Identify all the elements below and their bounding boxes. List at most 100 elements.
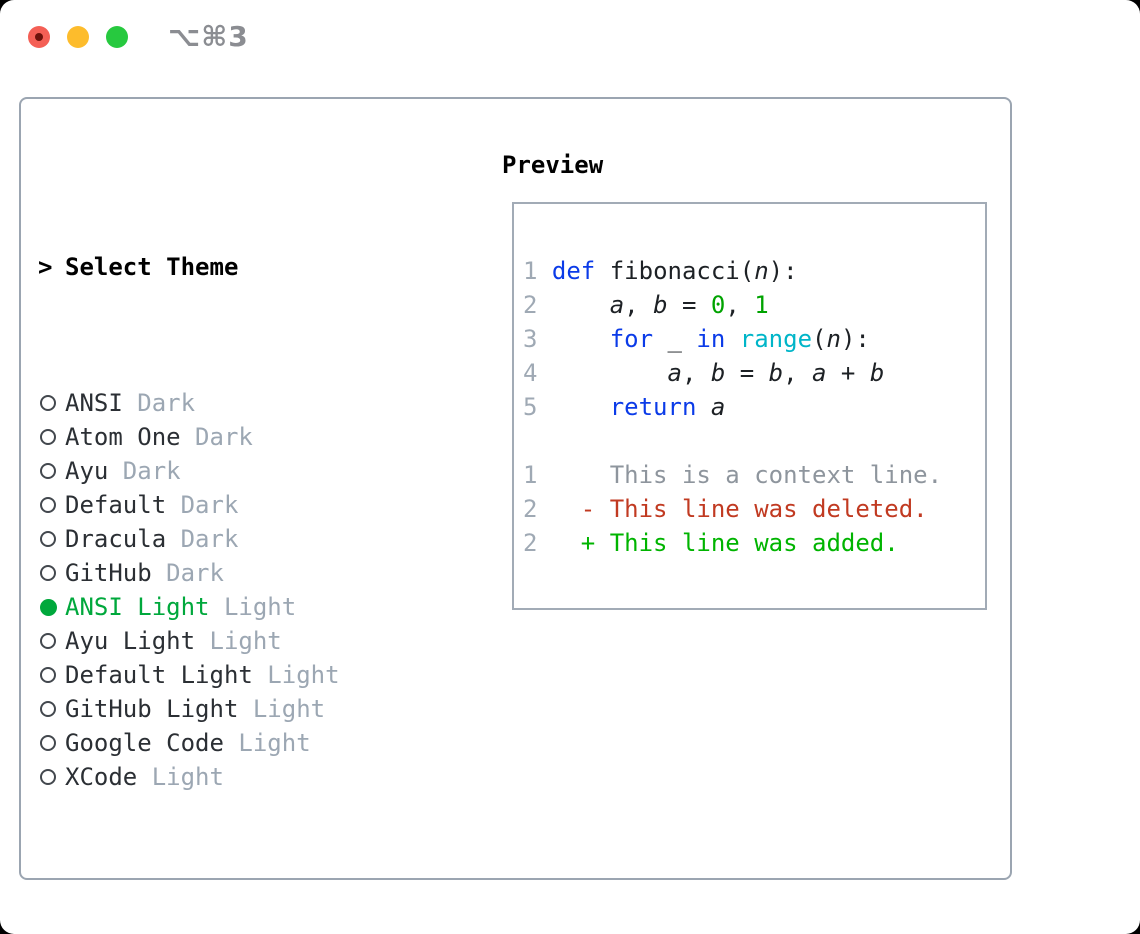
code-token-del: - This line was deleted. [551,495,928,523]
theme-variant-label: Light [195,627,282,655]
theme-variant-label: Light [238,695,326,723]
line-number: 2 [523,495,538,523]
theme-variant-label: Light [252,661,340,689]
code-token-plain [725,325,739,353]
prompt-icon: > [38,253,53,281]
code-token-plain [552,291,610,319]
radio-icon [40,497,56,513]
theme-item-google-code[interactable]: Google Code Light [38,726,443,760]
radio-icon [40,701,56,717]
select-theme-header-label: Select Theme [65,253,239,281]
code-token-builtin: range [739,325,813,353]
theme-variant-label: Dark [166,491,239,519]
theme-name: XCode [65,763,138,791]
code-token-num: 1 [754,291,769,319]
code-token-plain: _ [653,325,697,353]
radio-icon [40,735,56,751]
code-token-plain: , [783,359,813,387]
theme-name: Google Code [65,729,224,757]
minimize-button-icon[interactable] [67,26,89,48]
theme-variant-label: Light [223,729,311,757]
line-number: 5 [523,393,538,421]
code-token-plain [552,359,668,387]
code-token-var: a [667,359,682,387]
theme-item-ayu[interactable]: Ayu Dark [38,454,443,488]
window-title: ⌥⌘3 [168,20,249,53]
theme-variant-label: Light [137,763,224,791]
theme-variant-label: Dark [108,457,181,485]
radio-icon [40,395,56,411]
theme-variant-label: Dark [122,389,196,417]
theme-item-atom-one[interactable]: Atom One Dark [38,420,443,454]
line-number: 1 [523,257,538,285]
code-token-var: a [812,359,827,387]
titlebar: ⌥⌘3 [0,0,1140,75]
line-number: 4 [523,359,538,387]
code-token-plain: ): [768,257,798,285]
code-token-plain: , [681,359,711,387]
zoom-button-icon[interactable] [106,26,128,48]
code-token-var: a [710,393,726,421]
radio-icon [40,667,56,683]
theme-variant-label: Light [209,593,297,621]
code-token-kw: return [609,393,697,421]
theme-name: Default Light [65,661,253,689]
code-token-plain: + [826,359,870,387]
theme-name: Dracula [65,525,167,553]
code-token-num: 0 [710,291,726,319]
line-number: 2 [523,529,538,557]
close-button-icon[interactable] [28,26,50,48]
theme-name: Default [65,491,167,519]
theme-item-github-light[interactable]: GitHub Light Light [38,692,443,726]
radio-icon [40,463,56,479]
radio-icon [40,769,56,785]
code-token-plain [552,325,610,353]
theme-variant-label: Dark [151,559,224,587]
theme-name: GitHub [65,559,152,587]
code-token-plain: ( [812,325,827,353]
theme-item-dracula[interactable]: Dracula Dark [38,522,443,556]
code-token-var: n [826,325,841,353]
theme-variant-label: Dark [166,525,239,553]
radio-icon [40,565,56,581]
code-token-plain: = [725,359,769,387]
code-token-var: b [653,291,668,319]
code-token-plain: , [624,291,654,319]
theme-name: GitHub Light [65,695,239,723]
code-token-plain: = [667,291,711,319]
code-token-var: b [710,359,726,387]
radio-icon [40,531,56,547]
line-number: 3 [523,325,538,353]
theme-name: Ayu [65,457,109,485]
line-number: 2 [523,291,538,319]
theme-name: ANSI [65,389,123,417]
code-token-plain: fibonacci( [595,257,755,285]
theme-item-ayu-light[interactable]: Ayu Light Light [38,624,443,658]
theme-variant-label: Dark [180,423,253,451]
code-token-var: a [609,291,625,319]
theme-item-github[interactable]: GitHub Dark [38,556,443,590]
theme-item-ansi-light[interactable]: ANSI Light Light [38,590,443,624]
code-token-var: b [869,359,885,387]
radio-icon [40,429,56,445]
code-token-var: n [754,257,769,285]
spacer [38,896,443,930]
code-token-kw: for [609,325,654,353]
code-preview: 1 def fibonacci(n): 2 a, b = 0, 1 3 for … [514,204,985,560]
theme-item-default[interactable]: Default Dark [38,488,443,522]
code-token-var: b [768,359,784,387]
theme-item-xcode[interactable]: XCode Light [38,760,443,794]
theme-item-ansi[interactable]: ANSI Dark [38,386,443,420]
line-number: 1 [523,461,538,489]
theme-item-default-light[interactable]: Default Light Light [38,658,443,692]
preview-box: 1 def fibonacci(n): 2 a, b = 0, 1 3 for … [512,202,987,610]
code-token-kw: def [551,257,596,285]
select-theme-header: > Select Theme [38,250,443,284]
code-token-plain: , [725,291,755,319]
preview-header-label: Preview [502,151,604,179]
radio-icon [40,633,56,649]
